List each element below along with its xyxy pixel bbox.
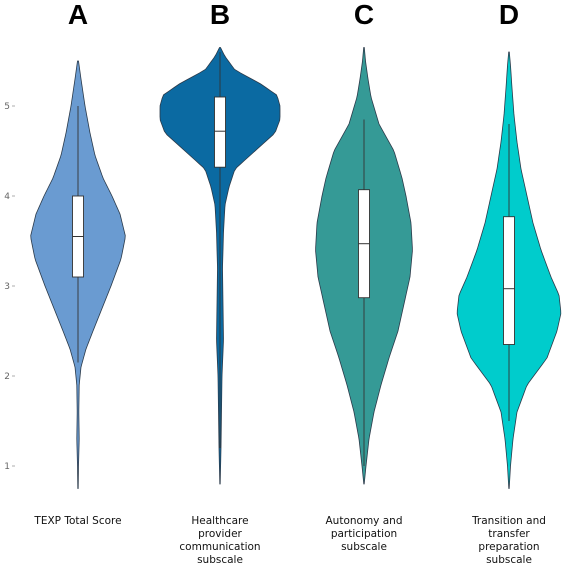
category-label: TEXP Total Score xyxy=(33,515,121,527)
panel-letter-D: D xyxy=(499,0,519,30)
panel-letter-B: B xyxy=(210,0,230,30)
panel-letter-A: A xyxy=(68,0,88,30)
violin-C xyxy=(315,47,413,485)
y-tick-label-3: 3 xyxy=(4,282,10,292)
violin-B xyxy=(159,47,281,485)
violin-D xyxy=(456,51,562,489)
y-tick-label-5: 5 xyxy=(4,102,10,112)
violin-A xyxy=(30,60,126,489)
y-tick-label-1: 1 xyxy=(4,462,10,472)
y-tick-label-4: 4 xyxy=(4,192,10,202)
panel-letter-C: C xyxy=(354,0,374,30)
iqr-box xyxy=(214,96,226,168)
y-tick-label-2: 2 xyxy=(4,372,10,382)
iqr-box xyxy=(503,216,515,345)
